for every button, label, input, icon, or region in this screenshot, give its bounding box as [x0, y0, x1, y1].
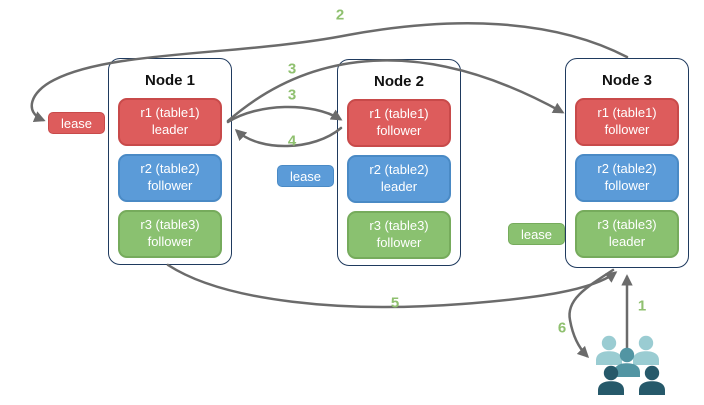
lease-chip-blue: lease	[277, 165, 334, 187]
replica-r1-node2: r1 (table1) follower	[347, 99, 451, 147]
node-card-2: Node 2 r1 (table1) follower r2 (table2) …	[337, 59, 461, 266]
arrow-label-3a: 3	[287, 60, 297, 78]
lease-chip-green: lease	[508, 223, 565, 245]
arrow-label-5: 5	[390, 294, 400, 312]
lease-chip-red: lease	[48, 112, 105, 134]
replica-r3-node1: r3 (table3) follower	[118, 210, 222, 258]
node-card-3: Node 3 r1 (table1) follower r2 (table2) …	[565, 58, 689, 268]
replica-r1-node1: r1 (table1) leader	[118, 98, 222, 146]
replica-role: follower	[376, 235, 422, 250]
replica-r3-node2: r3 (table3) follower	[347, 211, 451, 259]
replica-r2-node3: r2 (table2) follower	[575, 154, 679, 202]
arrow-3-node1-to-node2	[226, 105, 343, 124]
replica-name: r1 (table1)	[140, 105, 200, 121]
arrow-label-3b: 3	[287, 86, 297, 104]
replica-role: follower	[604, 122, 650, 137]
replica-name: r2 (table2)	[140, 161, 200, 177]
replica-r2-node1: r2 (table2) follower	[118, 154, 222, 202]
replica-role: follower	[147, 234, 193, 249]
arrow-6-node3-to-client	[568, 268, 615, 359]
arrow-label-2: 2	[335, 6, 345, 24]
node-title: Node 3	[601, 72, 652, 89]
users-group-icon	[596, 335, 665, 395]
replica-r1-node3: r1 (table1) follower	[575, 98, 679, 146]
replica-name: r3 (table3)	[140, 217, 200, 233]
replica-role: follower	[376, 123, 422, 138]
replica-role: leader	[151, 122, 189, 137]
lease-label: lease	[60, 115, 93, 131]
lease-label: lease	[289, 168, 322, 184]
arrow-label-4: 4	[287, 132, 297, 150]
replica-name: r2 (table2)	[597, 161, 657, 177]
replica-r3-node3: r3 (table3) leader	[575, 210, 679, 258]
arrow-label-1: 1	[637, 297, 647, 315]
replica-name: r3 (table3)	[597, 217, 657, 233]
replica-role: follower	[147, 178, 193, 193]
node-title: Node 2	[373, 73, 424, 90]
node-card-1: Node 1 r1 (table1) leader r2 (table2) fo…	[108, 58, 232, 265]
replica-name: r3 (table3)	[369, 218, 429, 234]
replica-role: leader	[380, 179, 418, 194]
replica-name: r2 (table2)	[369, 162, 429, 178]
arrow-label-6: 6	[557, 319, 567, 337]
replica-role: leader	[608, 234, 646, 249]
replica-name: r1 (table1)	[369, 106, 429, 122]
replica-r2-node2: r2 (table2) leader	[347, 155, 451, 203]
node-title: Node 1	[144, 72, 195, 89]
replica-role: follower	[604, 178, 650, 193]
lease-label: lease	[520, 226, 553, 242]
replica-name: r1 (table1)	[597, 105, 657, 121]
